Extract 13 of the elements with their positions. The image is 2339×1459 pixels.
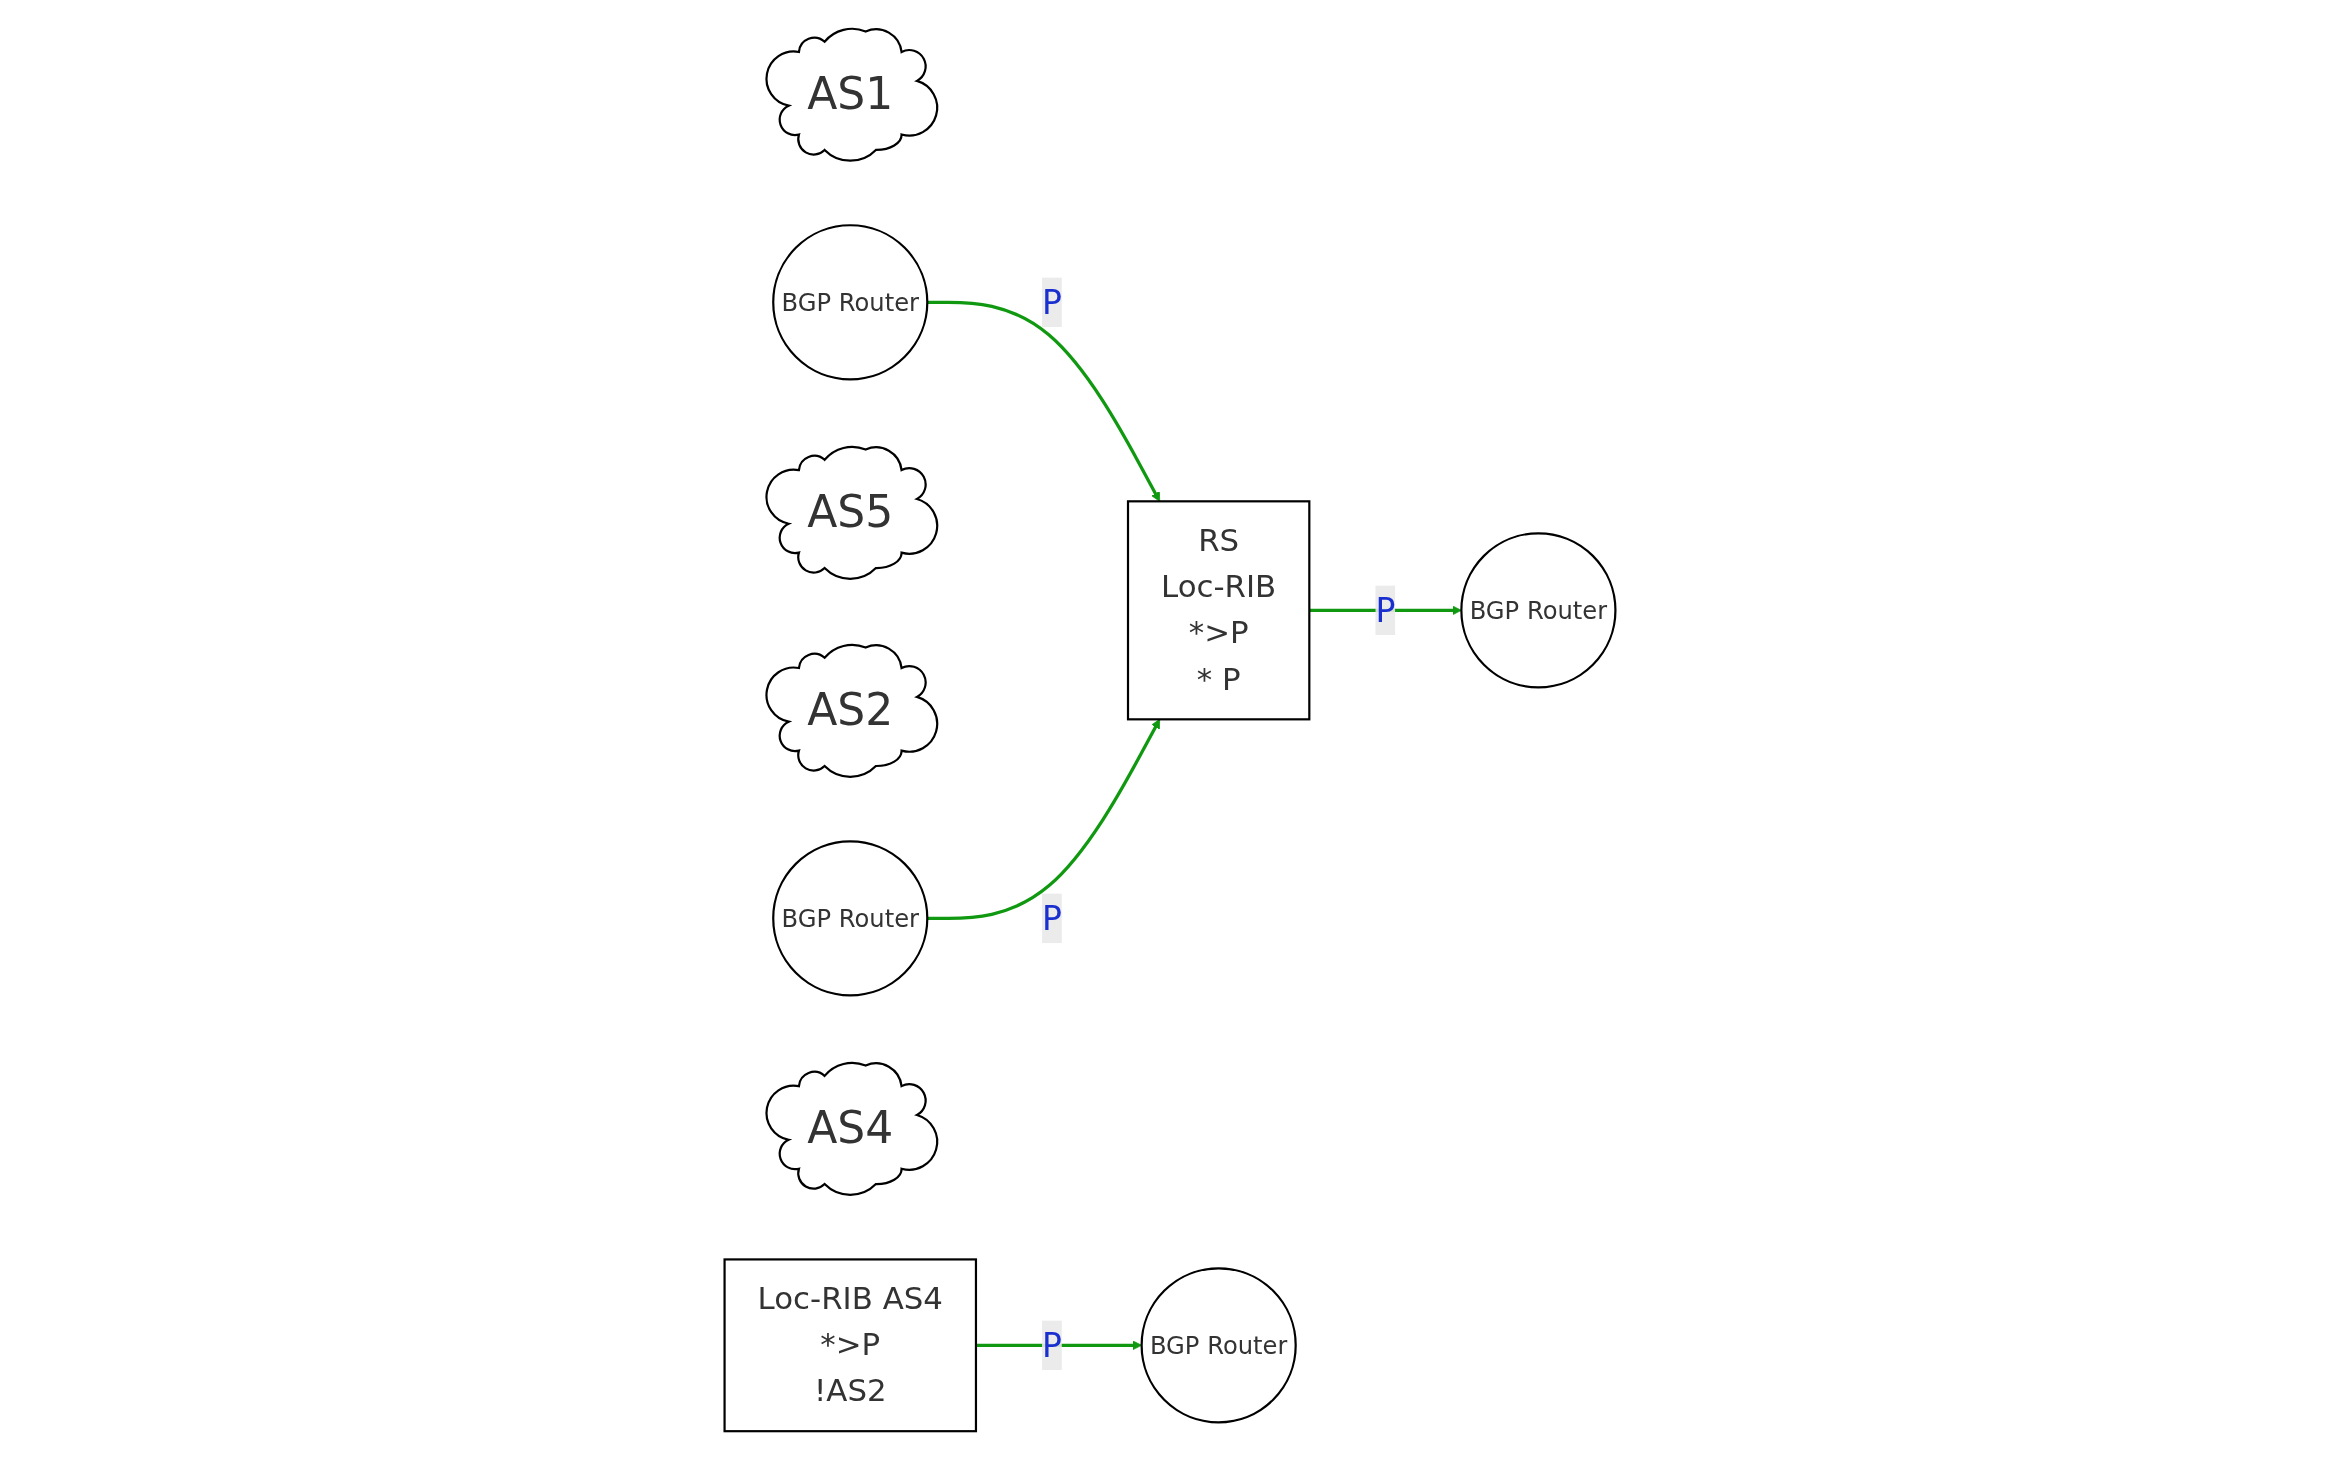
arrow — [975, 1339, 1142, 1350]
edge-label: P — [1041, 282, 1062, 322]
node-box — [722, 1257, 977, 1432]
edge-label: P — [1041, 1325, 1062, 1365]
node-circle — [1140, 1266, 1297, 1423]
edge-label: P — [1374, 590, 1395, 630]
node-circle — [1459, 531, 1617, 688]
edge-label: P — [1041, 898, 1062, 938]
node-circle — [771, 839, 928, 996]
arrow — [926, 718, 1160, 920]
node-box — [1126, 499, 1310, 720]
node-circle — [771, 223, 928, 380]
arrow — [1308, 605, 1462, 615]
